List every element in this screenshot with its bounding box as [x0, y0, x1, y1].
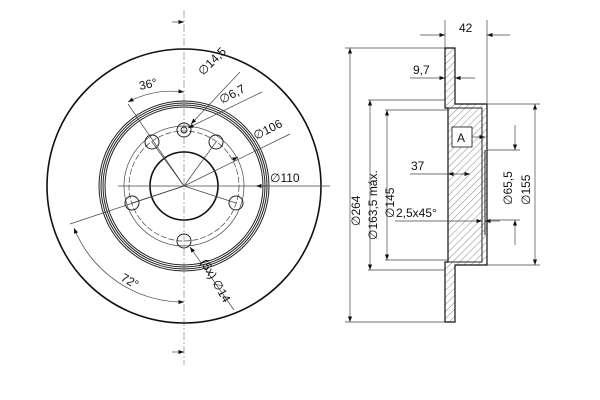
datum-label: A [457, 131, 465, 145]
small-hole-diameter-label: ∅6,7 [217, 81, 248, 106]
angle-36-label: 36° [138, 75, 159, 93]
counterbore-hole [176, 122, 192, 138]
max-diameter-label: ∅163,5 máx. [366, 170, 380, 240]
bolt-holes-label: (5x) ∅14 [197, 257, 233, 306]
depth-37-label: 37 [411, 159, 425, 173]
angle-72-label: 72° [119, 270, 142, 291]
outer-diameter-label: ∅264 [349, 195, 363, 226]
bolt-hole [124, 195, 140, 211]
thickness-label: 9,7 [413, 63, 430, 77]
height-42-label: 42 [459, 21, 473, 35]
chamfer-label: 2,5x45° [396, 206, 437, 220]
front-view: 36° 72° ∅14,5 ∅6,7 ∅106 ∅110 (5x) ∅14 [46, 10, 330, 365]
bolt-hole [228, 195, 244, 211]
side-view: 42 9,7 A 37 2,5x45° ∅264 ∅163,5 máx. ∅14… [345, 20, 540, 323]
bolt-hole [144, 134, 160, 150]
hat-outer-diameter-label: ∅155 [519, 174, 533, 205]
disc-section [444, 47, 488, 323]
bolt-hole [208, 134, 224, 150]
hub-ring-label: ∅110 [270, 171, 300, 185]
center-bore-label: ∅65,5 [501, 171, 515, 205]
hat-inner-diameter-label: ∅145 [383, 187, 397, 218]
